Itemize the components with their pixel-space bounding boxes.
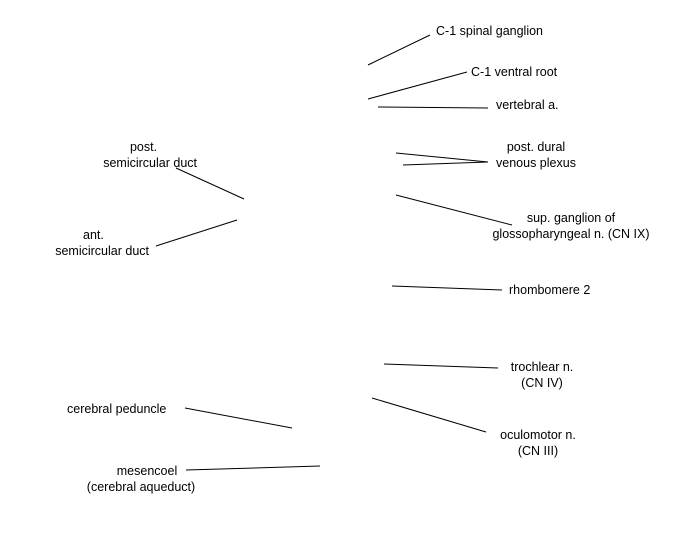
label-text: C-1 ventral root (471, 65, 558, 79)
label-line-2: venous plexus (496, 156, 576, 170)
label-mesencoel: mesencoel (cerebral aqueduct) (78, 463, 204, 495)
label-cerebral-peduncle: cerebral peduncle (67, 401, 166, 417)
label-line-2: glossopharyngeal n. (CN IX) (492, 227, 650, 241)
label-post-dural-venous-plexus: post. dural venous plexus (490, 139, 582, 171)
label-oculomotor-n: oculomotor n. (CN III) (488, 427, 588, 459)
label-c1-ventral-root: C-1 ventral root (471, 64, 557, 80)
label-line-1: mesencoel (116, 464, 178, 478)
label-vertebral-a: vertebral a. (496, 97, 559, 113)
leader-rhombomere-2 (391, 285, 503, 291)
label-line-1: post. dural (506, 140, 566, 154)
label-trochlear-n: trochlear n. (CN IV) (496, 359, 588, 391)
label-line-2: (CN IV) (521, 376, 563, 390)
label-line-2: (cerebral aqueduct) (86, 480, 196, 494)
label-ant-semicircular-duct: ant. semicircular duct (30, 227, 149, 259)
leader-post-dural-venous-plexus-lower (402, 161, 489, 166)
label-post-semicircular-duct: post. semicircular duct (40, 139, 197, 171)
leader-c1-spinal-ganglion (367, 34, 431, 66)
label-line-1: trochlear n. (510, 360, 574, 374)
label-text: rhombomere 2 (509, 283, 591, 297)
leader-vertebral-a (377, 106, 489, 109)
leader-ant-semicircular-duct (155, 219, 238, 247)
leader-c1-ventral-root (367, 71, 468, 100)
label-line-2: semicircular duct (55, 244, 149, 258)
label-line-1: sup. ganglion of (526, 211, 616, 225)
leader-trochlear-n (383, 363, 499, 369)
label-c1-spinal-ganglion: C-1 spinal ganglion (436, 23, 543, 39)
label-text: cerebral peduncle (67, 402, 167, 416)
label-line-1: ant. (83, 228, 104, 242)
label-line-1: post. (129, 140, 158, 154)
label-rhombomere-2: rhombomere 2 (509, 282, 590, 298)
label-line-2: (CN III) (517, 444, 559, 458)
leader-cerebral-peduncle (184, 407, 293, 429)
label-text: C-1 spinal ganglion (436, 24, 544, 38)
leader-mesencoel (185, 465, 321, 471)
label-text: vertebral a. (496, 98, 559, 112)
label-sup-ganglion-glossopharyngeal: sup. ganglion of glossopharyngeal n. (CN… (478, 210, 664, 242)
label-line-1: oculomotor n. (500, 428, 576, 442)
leader-post-semicircular-duct (175, 167, 245, 200)
label-line-2: semicircular duct (103, 156, 197, 170)
leader-oculomotor-n (371, 397, 487, 433)
leader-sup-ganglion-glossopharyngeal (395, 194, 513, 226)
leader-post-dural-venous-plexus-upper (395, 152, 489, 163)
